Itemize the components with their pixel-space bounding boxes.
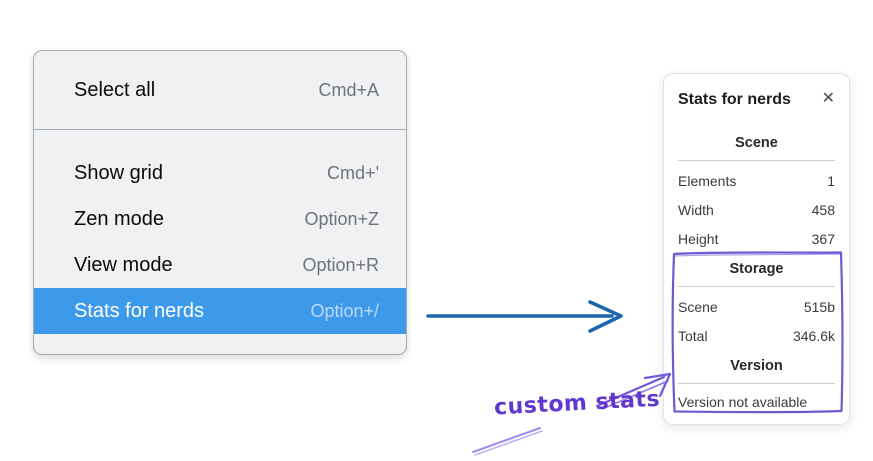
stat-value: 515b (803, 299, 835, 315)
annotation-label: custom stats (493, 386, 661, 421)
menu-item-label: View mode (74, 253, 173, 276)
menu-item-shortcut: Option+R (302, 254, 379, 275)
menu-section-bottom: Show grid Cmd+' Zen mode Option+Z View m… (34, 130, 406, 354)
stat-value: 346.6k (792, 328, 835, 344)
section-heading-version: Version (730, 358, 783, 374)
menu-item-show-grid[interactable]: Show grid Cmd+' (34, 150, 406, 196)
section-heading-storage: Storage (729, 261, 784, 277)
stats-panel-header: Stats for nerds ✕ (678, 89, 835, 110)
stats-panel: Stats for nerds ✕ Scene Elements 1 Width… (663, 73, 850, 425)
menu-item-label: Stats for nerds (74, 299, 205, 322)
stat-label: Elements (678, 173, 737, 189)
stat-label: Total (678, 328, 708, 344)
menu-item-select-all[interactable]: Select all Cmd+A (34, 67, 406, 113)
stat-label: Height (678, 231, 719, 247)
close-button[interactable]: ✕ (822, 89, 835, 107)
menu-item-zen-mode[interactable]: Zen mode Option+Z (34, 196, 406, 242)
stat-label: Scene (678, 299, 718, 315)
annotation-box (671, 251, 844, 414)
annotation-arrow-purple-icon (595, 372, 672, 410)
menu-separator (34, 129, 406, 130)
stat-row-elements: Elements 1 (678, 173, 835, 190)
menu-item-label: Show grid (74, 161, 163, 184)
context-menu: Select all Cmd+A Show grid Cmd+' Zen mod… (33, 50, 407, 355)
menu-item-shortcut: Option+Z (304, 208, 379, 229)
panel-title: Stats for nerds (678, 91, 791, 108)
stat-row-height: Height 367 (678, 231, 835, 248)
stat-value: 367 (811, 231, 835, 247)
menu-item-stats-for-nerds[interactable]: Stats for nerds Option+/ (34, 288, 406, 334)
section-heading-scene: Scene (735, 135, 778, 151)
menu-item-label: Zen mode (74, 207, 165, 230)
section-divider (678, 383, 835, 384)
stat-label: Width (678, 202, 714, 218)
version-note: Version not available (678, 394, 808, 410)
menu-item-label: Select all (74, 78, 156, 101)
blue-right-arrow-icon (426, 300, 623, 333)
annotation-line-purple-icon (472, 427, 543, 456)
menu-section-top: Select all Cmd+A (34, 51, 406, 129)
menu-item-shortcut: Cmd+' (327, 162, 379, 183)
section-divider (678, 160, 835, 161)
menu-item-shortcut: Option+/ (310, 300, 379, 321)
stat-value: 458 (811, 202, 835, 218)
stat-row-width: Width 458 (678, 202, 835, 219)
menu-item-shortcut: Cmd+A (318, 79, 379, 100)
stat-row-scene-storage: Scene 515b (678, 299, 835, 316)
stat-value: 1 (827, 173, 835, 189)
section-divider (678, 286, 835, 287)
stat-row-total-storage: Total 346.6k (678, 328, 835, 345)
close-icon: ✕ (821, 90, 835, 107)
menu-item-view-mode[interactable]: View mode Option+R (34, 242, 406, 288)
